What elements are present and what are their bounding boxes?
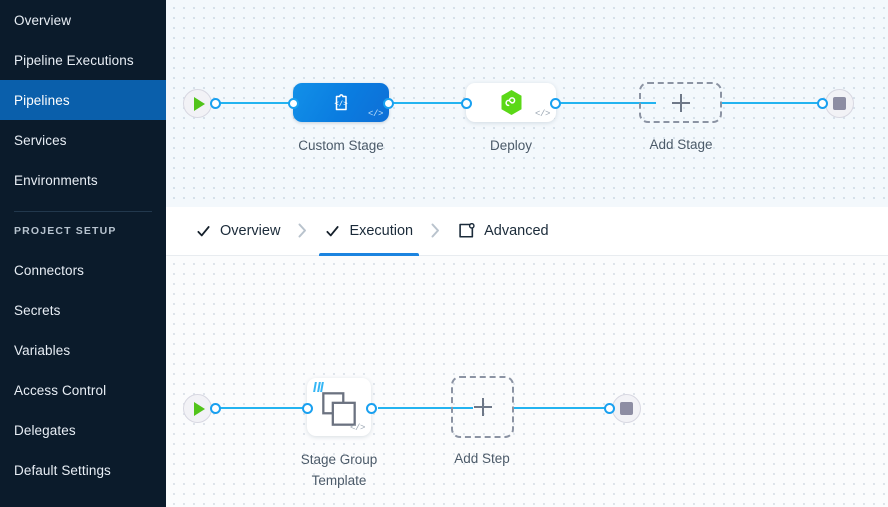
stage-node-custom-stage[interactable]: </> </> bbox=[293, 83, 389, 122]
stop-icon bbox=[833, 97, 846, 110]
add-stage-button[interactable] bbox=[639, 82, 722, 123]
wire-start-to-template bbox=[216, 407, 336, 409]
stage-node-deploy[interactable]: </> bbox=[466, 83, 556, 122]
sidebar-item-overview[interactable]: Overview bbox=[0, 0, 166, 40]
step-graph-start-node[interactable] bbox=[183, 394, 212, 423]
left-sidebar: Overview Pipeline Executions Pipelines S… bbox=[0, 0, 166, 507]
add-step-label: Add Step bbox=[454, 451, 510, 466]
sidebar-item-pipeline-executions[interactable]: Pipeline Executions bbox=[0, 40, 166, 80]
sidebar-item-connectors[interactable]: Connectors bbox=[0, 250, 166, 290]
sidebar-item-default-settings[interactable]: Default Settings bbox=[0, 450, 166, 490]
check-icon bbox=[197, 225, 210, 236]
stage-graph-end-node[interactable] bbox=[825, 89, 854, 118]
tab-label: Advanced bbox=[484, 223, 549, 239]
add-stage-label: Add Stage bbox=[649, 137, 713, 152]
step-start-output-port[interactable] bbox=[210, 403, 221, 414]
advanced-settings-icon bbox=[459, 223, 475, 238]
stage-node-label-custom-stage: Custom Stage bbox=[298, 138, 384, 153]
deploy-output-port[interactable] bbox=[550, 98, 561, 109]
sidebar-item-pipelines[interactable]: Pipelines bbox=[0, 80, 166, 120]
sidebar-divider bbox=[14, 211, 152, 212]
sidebar-item-delegates[interactable]: Delegates bbox=[0, 410, 166, 450]
template-marker-icon bbox=[313, 382, 324, 392]
wire-template-to-add-step bbox=[378, 407, 473, 409]
step-node-stage-group-template[interactable]: </> bbox=[307, 378, 371, 436]
template-code-badge: </> bbox=[349, 423, 365, 433]
sidebar-item-variables[interactable]: Variables bbox=[0, 330, 166, 370]
play-icon bbox=[193, 96, 205, 111]
wire-add-step-to-end bbox=[514, 407, 609, 409]
start-output-port[interactable] bbox=[210, 98, 221, 109]
stage-graph-canvas[interactable]: </> </> Custom Stage </> Deploy bbox=[166, 0, 888, 207]
sidebar-item-label: Variables bbox=[14, 342, 71, 358]
main-content: </> </> Custom Stage </> Deploy bbox=[166, 0, 888, 507]
stage-graph-start-node[interactable] bbox=[183, 89, 212, 118]
deploy-code-badge: </> bbox=[534, 109, 550, 119]
tab-overview[interactable]: Overview bbox=[182, 207, 294, 256]
sidebar-item-access-control[interactable]: Access Control bbox=[0, 370, 166, 410]
sidebar-item-label: Services bbox=[14, 132, 67, 148]
tab-chevron-icon-2 bbox=[427, 223, 444, 240]
check-icon bbox=[326, 225, 339, 236]
sidebar-item-services[interactable]: Services bbox=[0, 120, 166, 160]
tab-advanced[interactable]: Advanced bbox=[444, 207, 563, 256]
tab-execution[interactable]: Execution bbox=[311, 207, 427, 256]
wire-start-to-custom bbox=[216, 102, 336, 104]
sidebar-item-label: Access Control bbox=[14, 382, 107, 398]
sidebar-item-label: Secrets bbox=[14, 302, 61, 318]
pipeline-studio-tabbar: Overview Execution bbox=[166, 207, 888, 256]
template-copy-icon bbox=[322, 391, 356, 426]
wire-deploy-to-add bbox=[556, 102, 656, 104]
add-step-button[interactable] bbox=[451, 376, 514, 438]
sidebar-item-label: Pipelines bbox=[14, 92, 70, 108]
step-graph-canvas[interactable]: </> Stage Group Template Add Step bbox=[166, 256, 888, 507]
wire-add-to-end bbox=[722, 102, 822, 104]
tab-label: Execution bbox=[349, 223, 414, 239]
custom-stage-code-badge: </> bbox=[367, 109, 383, 119]
sidebar-item-environments[interactable]: Environments bbox=[0, 160, 166, 200]
sidebar-item-secrets[interactable]: Secrets bbox=[0, 290, 166, 330]
sidebar-item-label: Delegates bbox=[14, 422, 76, 438]
plus-icon bbox=[473, 398, 492, 416]
custom-stage-code-icon: </> bbox=[334, 93, 348, 110]
custom-stage-input-port[interactable] bbox=[288, 98, 299, 109]
tab-label: Overview bbox=[220, 223, 281, 239]
sidebar-item-label: Default Settings bbox=[14, 462, 111, 478]
sidebar-section-project-setup: PROJECT SETUP bbox=[14, 225, 117, 237]
stage-node-label-deploy: Deploy bbox=[489, 138, 533, 153]
step-node-label-stage-group-template: Stage Group Template bbox=[300, 452, 378, 488]
deploy-input-port[interactable] bbox=[461, 98, 472, 109]
template-input-port[interactable] bbox=[302, 403, 313, 414]
tab-chevron-icon-1 bbox=[294, 223, 311, 240]
sidebar-item-label: Connectors bbox=[14, 262, 85, 278]
end-input-port[interactable] bbox=[817, 98, 828, 109]
stop-icon bbox=[620, 402, 633, 415]
step-graph-end-node[interactable] bbox=[612, 394, 641, 423]
sidebar-item-label: Pipeline Executions bbox=[14, 52, 134, 68]
deploy-hexagon-icon bbox=[501, 90, 521, 115]
play-icon bbox=[193, 401, 205, 416]
plus-icon bbox=[671, 93, 690, 112]
custom-stage-output-port[interactable] bbox=[383, 98, 394, 109]
template-output-port[interactable] bbox=[366, 403, 377, 414]
step-end-input-port[interactable] bbox=[604, 403, 615, 414]
sidebar-item-label: Overview bbox=[14, 12, 72, 28]
sidebar-item-label: Environments bbox=[14, 172, 98, 188]
svg-text:</>: </> bbox=[334, 98, 348, 107]
wire-custom-to-deploy bbox=[388, 102, 483, 104]
